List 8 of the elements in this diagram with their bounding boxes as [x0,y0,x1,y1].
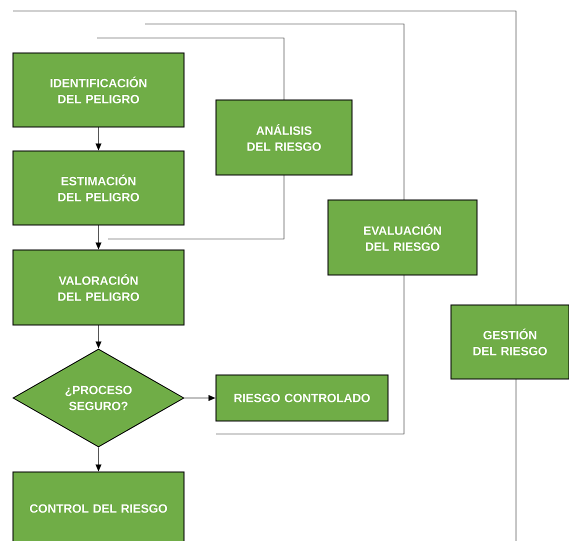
process-box: RIESGO CONTROLADO [216,374,388,422]
process-box: EVALUACIÓN DEL RIESGO [328,200,478,276]
process-box: GESTIÓN DEL RIESGO [450,304,569,380]
process-box: VALORACIÓN DEL PELIGRO [12,250,184,326]
process-box: CONTROL DEL RIESGO [12,472,184,541]
process-box: IDENTIFICACIÓN DEL PELIGRO [12,52,184,128]
process-box: ESTIMACIÓN DEL PELIGRO [12,150,184,226]
process-box: ANÁLISIS DEL RIESGO [216,100,352,176]
